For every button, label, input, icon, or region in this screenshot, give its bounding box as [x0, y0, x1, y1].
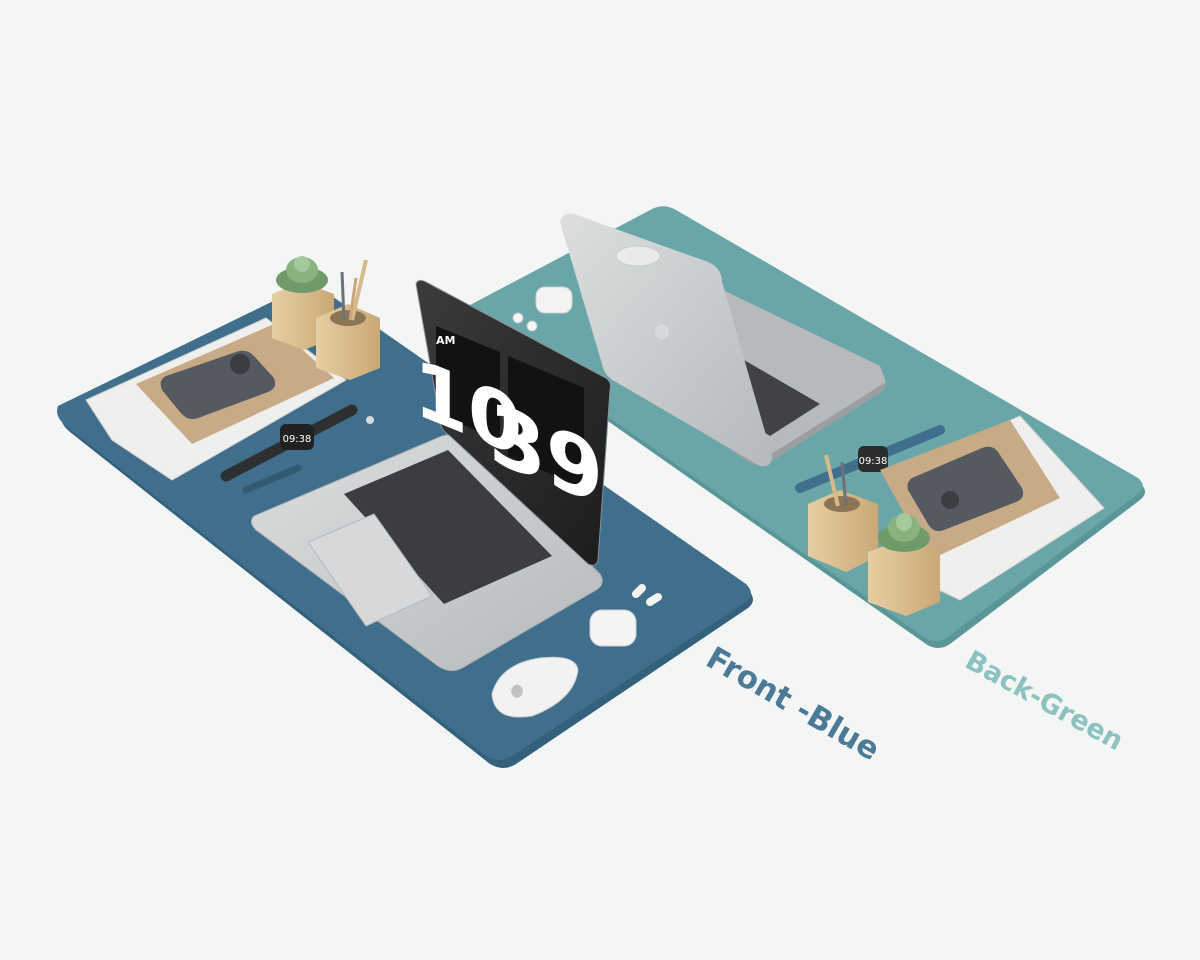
back-watch-time: 09:38 — [859, 456, 888, 467]
apple-logo-icon — [654, 324, 670, 340]
succulent-icon — [276, 256, 328, 293]
keyboard — [344, 450, 552, 604]
back-watch: 09:38 — [795, 425, 945, 493]
back-mouse — [615, 245, 661, 267]
front-pen-holder — [316, 259, 380, 380]
back-airpods — [512, 286, 573, 332]
succulent-icon — [878, 513, 930, 552]
back-laptop-lid — [560, 213, 772, 467]
front-airpods — [589, 584, 662, 647]
front-notebook-stack — [85, 317, 347, 481]
apple-logo-icon — [511, 684, 523, 698]
back-plant-pot — [868, 513, 940, 616]
front-watch: 09:38 — [220, 404, 358, 482]
back-notebook-stack — [880, 415, 1105, 601]
front-laptop: AM 10 39 — [250, 279, 611, 672]
front-mouse — [491, 656, 579, 718]
trackpad — [307, 513, 433, 627]
front-charger — [242, 416, 374, 494]
back-laptop — [560, 213, 886, 467]
front-watch-time: 09:38 — [283, 434, 312, 445]
clock-period: AM — [436, 334, 455, 347]
back-phone — [907, 446, 1024, 532]
back-pen-holder — [808, 454, 878, 572]
